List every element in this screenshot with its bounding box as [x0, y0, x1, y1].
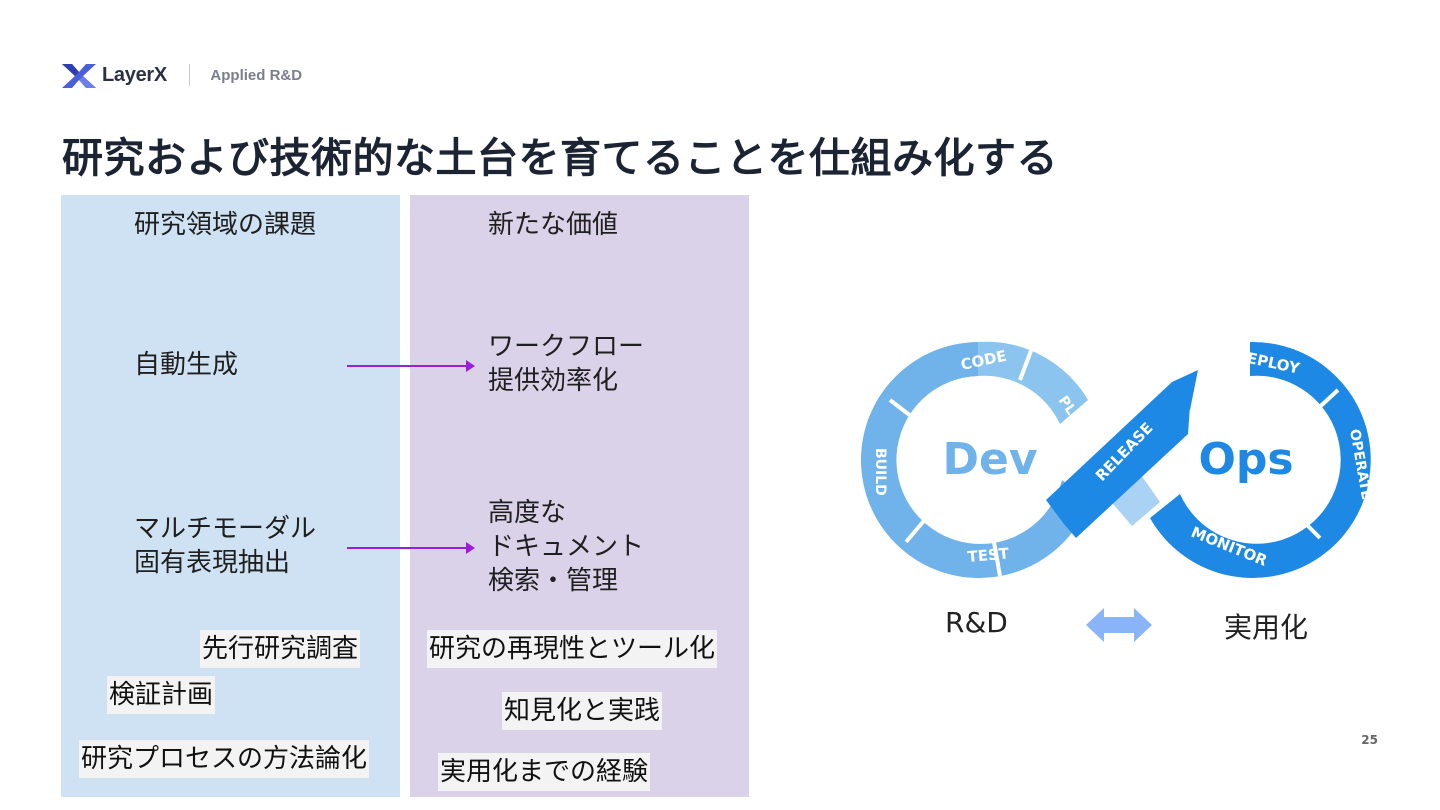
layerx-logo-icon — [62, 64, 96, 88]
chip-prior-research: 先行研究調査 — [200, 630, 361, 668]
stage-test: TEST — [967, 544, 1011, 566]
ops-label: Ops — [1198, 434, 1293, 485]
chip-knowledge-practice: 知見化と実践 — [502, 692, 663, 730]
right-item-workflow-line2: 提供効率化 — [488, 366, 619, 396]
left-item-multimodal-line2: 固有表現抽出 — [134, 548, 291, 578]
arrow-auto-to-workflow — [347, 360, 475, 372]
right-column-heading: 新たな価値 — [488, 210, 619, 240]
right-item-doc-line3: 検索・管理 — [488, 566, 619, 596]
chip-verification-plan: 検証計画 — [107, 676, 216, 714]
left-column-heading: 研究領域の課題 — [134, 210, 317, 240]
header-divider — [188, 64, 191, 86]
dev-loop — [860, 341, 1090, 578]
brand-name: LayerX — [102, 63, 167, 86]
stage-build: BUILD — [872, 448, 888, 496]
release-band — [1046, 382, 1190, 538]
department-label: Applied R&D — [210, 66, 303, 84]
arrow-multimodal-to-docs — [347, 542, 475, 554]
right-item-workflow-line1: ワークフロー — [488, 332, 645, 362]
chip-production-experience: 実用化までの経験 — [438, 753, 651, 791]
dev-label: Dev — [942, 434, 1037, 485]
rd-caption: R&D — [945, 606, 1008, 639]
left-item-auto-generation: 自動生成 — [134, 350, 239, 380]
devops-infinity-diagram: Dev Ops CODE PLAN BUILD TEST RELEASE DEP… — [860, 341, 1374, 578]
right-item-doc-line2: ドキュメント — [488, 532, 645, 562]
left-item-multimodal-line1: マルチモーダル — [134, 514, 317, 544]
page-number: 25 — [1361, 733, 1378, 747]
chip-reproducibility: 研究の再現性とツール化 — [427, 630, 718, 668]
slide-title: 研究および技術的な土台を育てることを仕組み化する — [62, 134, 1058, 182]
double-arrow-icon — [1086, 608, 1152, 642]
brand-header: LayerX Applied R&D — [62, 60, 302, 90]
chip-research-methodology: 研究プロセスの方法論化 — [79, 740, 370, 778]
right-item-doc-line1: 高度な — [488, 498, 567, 528]
production-caption: 実用化 — [1224, 611, 1309, 644]
